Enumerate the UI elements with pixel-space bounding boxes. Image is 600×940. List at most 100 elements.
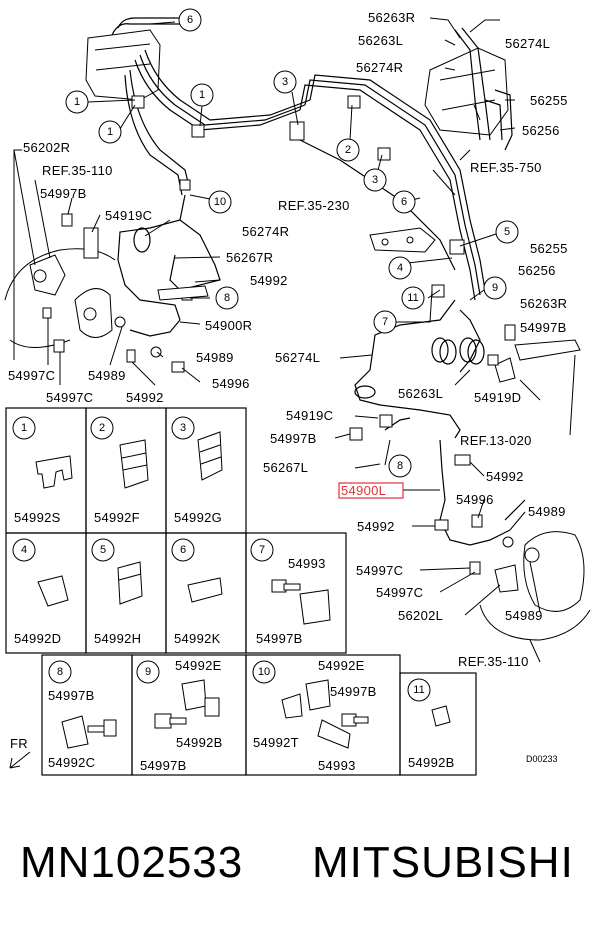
callout-1-upper-text: 1 (199, 89, 205, 101)
front-direction-indicator: FR (9, 736, 31, 769)
detail-box-10-part-3: 54993 (318, 758, 356, 773)
clip-54992E-icon-10 (305, 679, 331, 711)
clip-54992F-icon (119, 439, 149, 489)
bolt-54997B-icon-9 (154, 713, 172, 729)
drawing-code: D00233 (526, 754, 558, 764)
label-54997C-d: 54997C (376, 585, 423, 600)
callout-8-left-text: 8 (224, 292, 230, 304)
label-54997B-left: 54997B (40, 186, 87, 201)
detail-box-6-num: 6 (180, 544, 186, 556)
label-56274L-top: 56274L (505, 36, 550, 51)
master-cylinder-left (85, 29, 161, 101)
part-number: MN102533 (20, 838, 244, 887)
bracket-ref-35-230 (369, 227, 436, 253)
label-56267R: 56267R (226, 250, 273, 265)
detail-box-7: 7 54993 54997B (250, 538, 331, 646)
callout-6-top: 6 (178, 8, 202, 32)
detail-box-6-part-0: 54992K (174, 631, 221, 646)
detail-box-8-part-1: 54992C (48, 755, 95, 770)
label-56255-mid: 56255 (530, 241, 568, 256)
clip-54992K-icon (187, 577, 223, 603)
clip-54992H-icon (117, 561, 143, 605)
label-ref-35-110-right: REF.35-110 (458, 654, 529, 669)
brand-name: MITSUBISHI (312, 838, 574, 887)
abs-unit-right (424, 47, 509, 136)
callout-8-right: 8 (388, 454, 412, 478)
label-54919D: 54919D (474, 390, 521, 405)
callout-11-text: 11 (407, 292, 418, 304)
detail-box-11: 11 54992B (407, 678, 455, 770)
label-54996-right: 54996 (456, 492, 494, 507)
detail-box-9-num: 9 (145, 666, 151, 678)
detail-box-5-num: 5 (100, 544, 106, 556)
label-54992-bot: 54992 (126, 390, 164, 405)
clip-54992T-icon (281, 693, 303, 719)
callout-1-lower: 1 (98, 120, 122, 144)
callout-5: 5 (495, 220, 519, 244)
label-54989-a: 54989 (196, 350, 234, 365)
detail-box-8-part-0: 54997B (48, 688, 95, 703)
callout-3-top: 3 (273, 70, 297, 94)
label-56202L: 56202L (398, 608, 443, 623)
label-ref-35-230: REF.35-230 (278, 198, 350, 213)
label-56263L-mid: 56263L (398, 386, 443, 401)
detail-box-9-part-0: 54992E (175, 658, 222, 673)
detail-box-10-part-1: 54997B (330, 684, 377, 699)
clip-54992G-icon (197, 431, 223, 481)
callout-9: 9 (483, 276, 507, 300)
detail-box-4-part-0: 54992D (14, 631, 61, 646)
callout-3-top-text: 3 (282, 76, 288, 88)
callout-4-text: 4 (397, 262, 403, 274)
callout-6-mid: 6 (392, 190, 416, 214)
callout-6-top-text: 6 (187, 14, 193, 26)
callout-6-mid-text: 6 (401, 196, 407, 208)
callout-2-text: 2 (345, 144, 351, 156)
label-56274L-mid: 56274L (275, 350, 320, 365)
label-54989-lower: 54989 (505, 608, 543, 623)
detail-box-10-part-2: 54992T (253, 735, 299, 750)
label-56267L: 56267L (263, 460, 308, 475)
callout-10-text: 10 (214, 196, 226, 208)
detail-box-1-num: 1 (21, 422, 27, 434)
bracket-54993-icon (299, 589, 331, 625)
label-56202R: 56202R (23, 140, 70, 155)
detail-box-5: 5 54992H (91, 538, 143, 646)
detail-box-11-part-0: 54992B (408, 755, 455, 770)
part-labels: 56263R 56263L 56274L 56274R 56255 56256 … (8, 10, 568, 669)
detail-box-10-part-0: 54992E (318, 658, 365, 673)
detail-box-4: 4 54992D (12, 538, 69, 646)
bracket-54992C-icon (61, 715, 89, 749)
label-54900L: 54900L (341, 483, 386, 498)
label-56263L-top: 56263L (358, 33, 403, 48)
label-56263R-mid: 56263R (520, 296, 567, 311)
callout-11: 11 (401, 286, 425, 310)
callout-2: 2 (336, 138, 360, 162)
label-54997C-c: 54997C (356, 563, 403, 578)
detail-box-7-num: 7 (259, 544, 265, 556)
callout-1-left: 1 (65, 90, 89, 114)
label-54997B-right: 54997B (520, 320, 567, 335)
label-54900R: 54900R (205, 318, 252, 333)
left-fasteners (42, 213, 209, 373)
footer: MN102533 MITSUBISHI (0, 830, 600, 910)
detail-box-9-part-2: 54992B (176, 735, 223, 750)
label-54992-left: 54992 (250, 273, 288, 288)
fr-label: FR (10, 736, 28, 751)
callout-1-left-text: 1 (74, 96, 80, 108)
label-54989-b: 54989 (88, 368, 126, 383)
detail-box-10: 10 54992E 54997B 54992T 54993 (252, 658, 377, 773)
callout-1-lower-text: 1 (107, 126, 113, 138)
detail-box-4-num: 4 (21, 544, 27, 556)
detail-box-3-num: 3 (180, 422, 186, 434)
detail-box-3-part-0: 54992G (174, 510, 222, 525)
label-54997B-mid: 54997B (270, 431, 317, 446)
label-56263R-top: 56263R (368, 10, 415, 25)
label-ref-35-110-left: REF.35-110 (42, 163, 113, 178)
arrow-down-left-icon (9, 751, 31, 769)
bracket-ref-13-020 (349, 324, 581, 466)
callout-1-upper: 1 (190, 83, 214, 107)
detail-box-2-num: 2 (99, 422, 105, 434)
detail-box-3: 3 54992G (171, 416, 223, 525)
label-56256-mid: 56256 (518, 263, 556, 278)
